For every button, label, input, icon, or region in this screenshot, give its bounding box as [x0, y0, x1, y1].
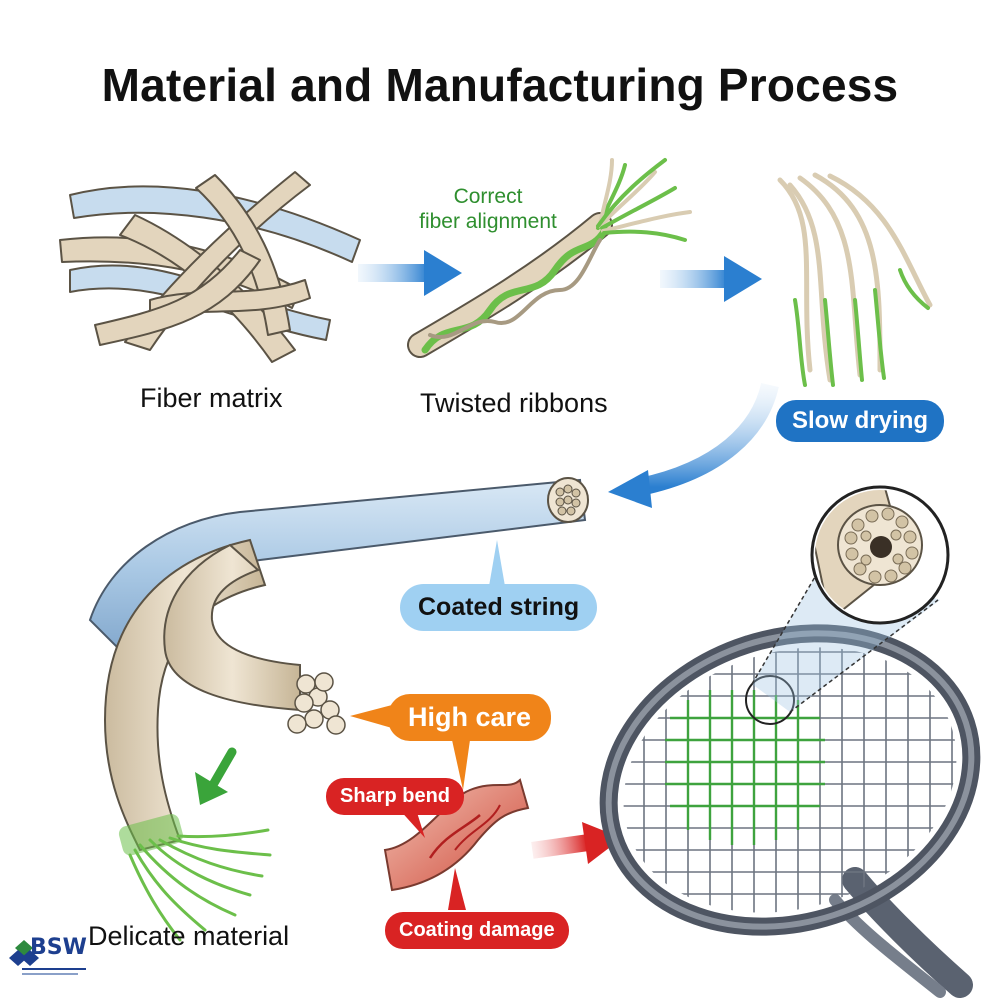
green-arrow	[195, 747, 237, 805]
correct-alignment-line2: fiber alignment	[419, 210, 557, 233]
arrow-matrix-to-ribbons	[358, 250, 462, 296]
arrow-bend-to-racket	[531, 822, 622, 864]
sharp-bend-badge: Sharp bend	[326, 778, 465, 815]
coated-string-pointer	[488, 540, 506, 592]
fiber-matrix-label: Fiber matrix	[140, 383, 283, 413]
logo-mark	[9, 940, 86, 975]
coated-string-illustration	[88, 477, 589, 942]
arrow-drying-to-coating	[608, 382, 779, 508]
high-care-badge: High care	[388, 694, 552, 741]
coating-damage-badge: Coating damage	[385, 912, 569, 949]
correct-alignment-line1: Correct	[453, 185, 523, 208]
twisted-ribbons-label: Twisted ribbons	[420, 388, 608, 418]
coating-damage-pointer	[448, 868, 466, 910]
delicate-material-label: Delicate material	[88, 921, 290, 951]
page-title: Material and Manufacturing Process	[101, 59, 899, 111]
high-care-pointer	[350, 705, 392, 728]
high-care-pointer-down	[452, 740, 470, 790]
logo-text: BSW	[30, 935, 87, 960]
slow-drying-badge: Slow drying	[776, 400, 945, 442]
twisted-ribbons-illustration	[407, 158, 692, 358]
coated-string-badge: Coated string	[400, 584, 598, 631]
drying-fibers-illustration	[777, 172, 933, 387]
bsw-logo: BSW	[8, 935, 88, 979]
arrow-ribbons-to-drying	[660, 256, 762, 302]
string-cross-section-zoom	[810, 485, 950, 625]
fiber-matrix-illustration	[59, 171, 361, 363]
correct-alignment-note: Correct fiber alignment	[398, 184, 578, 234]
tennis-racket-illustration	[588, 560, 992, 998]
